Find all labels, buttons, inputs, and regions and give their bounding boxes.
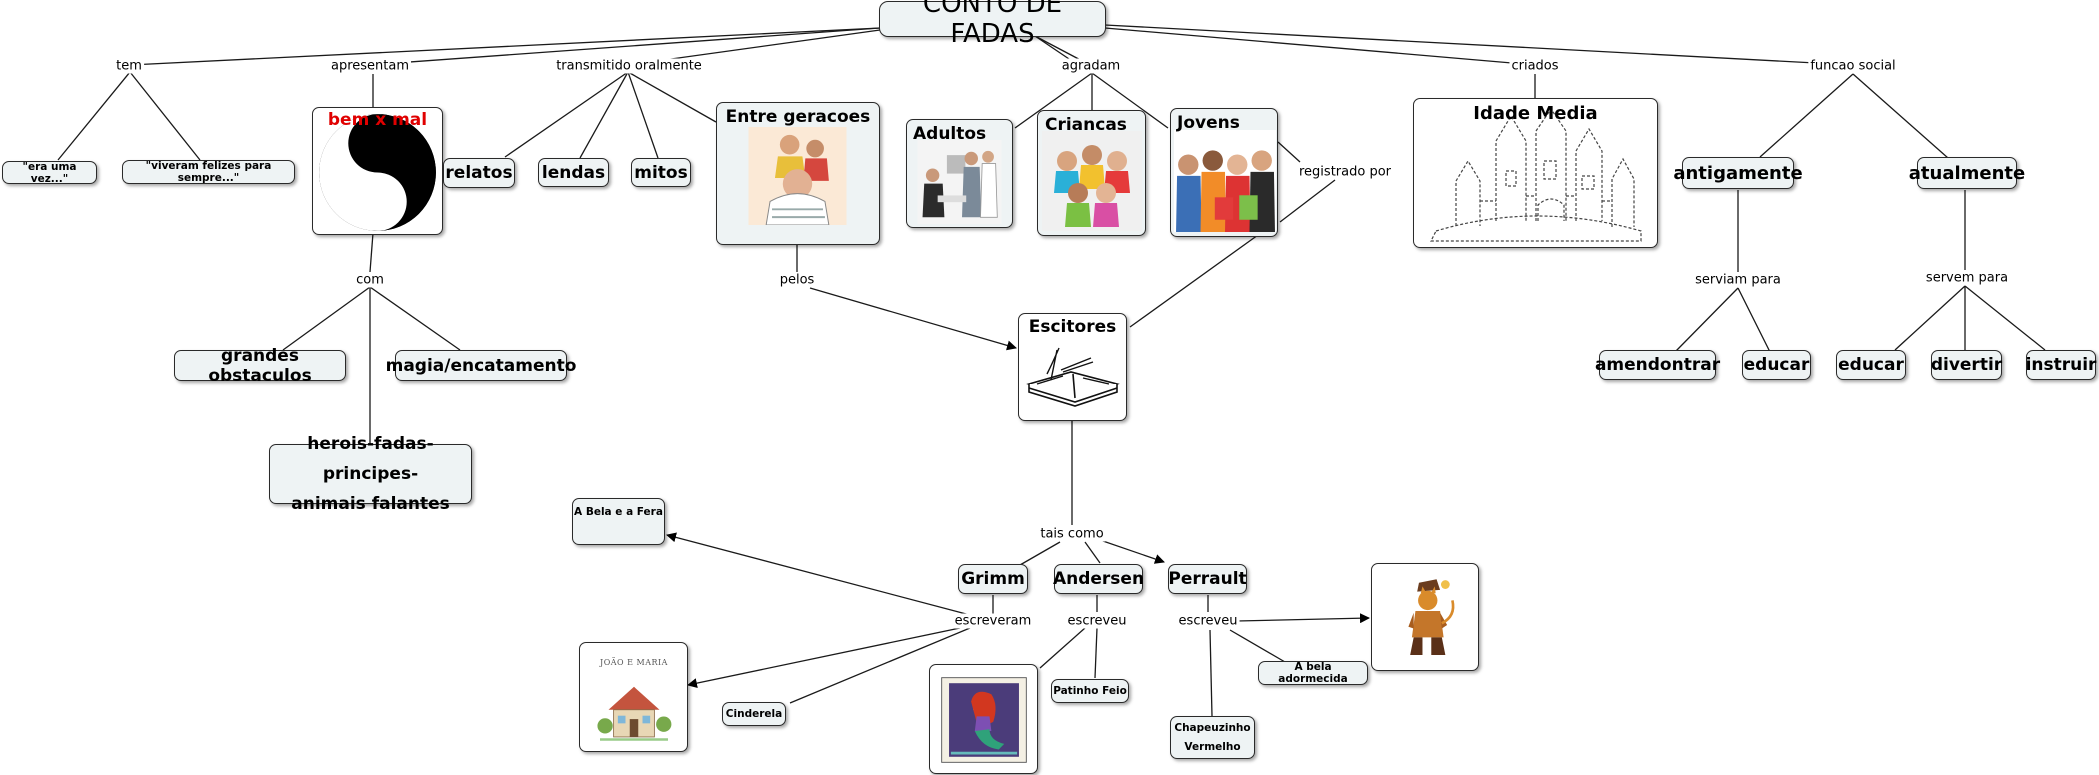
- criancas-label: Criancas: [1045, 115, 1127, 135]
- node-era-uma-vez[interactable]: "era uma vez...": [2, 161, 97, 185]
- chapeuzinho-line2: Vermelho: [1184, 740, 1241, 753]
- children-photo-icon: [1042, 131, 1142, 231]
- node-perrault-image[interactable]: [1371, 563, 1479, 671]
- node-perrault[interactable]: Perrault: [1168, 564, 1247, 594]
- adultos-label: Adultos: [913, 124, 987, 144]
- node-criancas[interactable]: Criancas: [1037, 110, 1146, 236]
- node-escritores[interactable]: Escitores: [1018, 313, 1127, 421]
- phrase-tais: tais como: [1038, 526, 1106, 542]
- office-photo-icon: [917, 140, 1002, 224]
- phrase-escreveu-perrault: escreveu: [1176, 613, 1240, 629]
- node-magia-encatamento[interactable]: magia/encatamento: [386, 350, 576, 381]
- house-illustration-icon: [597, 686, 672, 741]
- phrase-tem: tem: [114, 58, 144, 74]
- node-andersen[interactable]: Andersen: [1053, 564, 1144, 594]
- node-instruir[interactable]: instruir: [2026, 350, 2096, 380]
- chapeuzinho-line1: Chapeuzinho: [1174, 721, 1251, 734]
- node-viveram-felizes[interactable]: "viveram felizes para sempre...": [122, 160, 295, 184]
- mermaid-book-icon: [941, 677, 1027, 763]
- escritores-label: Escitores: [1028, 317, 1117, 337]
- idade-media-label: Idade Media: [1473, 103, 1598, 124]
- yin-yang-icon: [319, 114, 436, 231]
- node-atualmente[interactable]: atualmente: [1909, 157, 2025, 189]
- node-relatos[interactable]: relatos: [443, 158, 515, 188]
- herois-line2: animais falantes: [291, 494, 450, 514]
- phrase-serviam: serviam para: [1693, 272, 1783, 288]
- node-bela-e-a-fera[interactable]: A Bela e a Fera: [572, 498, 665, 545]
- book-quill-icon: [1026, 347, 1120, 407]
- node-grimm[interactable]: Grimm: [958, 564, 1028, 594]
- node-entre-geracoes[interactable]: Entre geracoes: [716, 102, 880, 245]
- node-patinho-feio[interactable]: Patinho Feio: [1051, 679, 1129, 703]
- phrase-servem: servem para: [1923, 270, 2011, 286]
- node-chapeuzinho[interactable]: Chapeuzinho Vermelho: [1170, 716, 1255, 759]
- node-idade-media[interactable]: Idade Media: [1413, 98, 1658, 248]
- puss-in-boots-icon: [1408, 579, 1455, 655]
- phrase-pelos: pelos: [777, 272, 817, 288]
- castle-icon: [1430, 107, 1642, 242]
- herois-line1: herois-fadas-principes-: [307, 434, 434, 484]
- node-mitos[interactable]: mitos: [631, 158, 691, 187]
- node-bela-adormecida[interactable]: A bela adormecida: [1258, 661, 1368, 685]
- entre-geracoes-label: Entre geracoes: [725, 107, 871, 127]
- joao-e-maria-title: JOÃO E MARIA: [600, 658, 668, 667]
- family-photo-icon: [748, 127, 847, 225]
- node-divertir[interactable]: divertir: [1931, 350, 2002, 380]
- node-andersen-book[interactable]: [929, 664, 1038, 774]
- phrase-escreveram: escreveram: [952, 613, 1034, 629]
- node-amendontrar[interactable]: amendontrar: [1595, 350, 1720, 380]
- node-bem-x-mal[interactable]: bem x mal: [312, 107, 443, 235]
- node-grandes-obstaculos[interactable]: grandes obstaculos: [174, 346, 346, 386]
- node-joao-e-maria[interactable]: JOÃO E MARIA: [579, 642, 688, 752]
- node-cinderela[interactable]: Cinderela: [722, 702, 786, 726]
- phrase-escreveu-andersen: escreveu: [1065, 613, 1129, 629]
- node-herois[interactable]: herois-fadas-principes- animais falantes: [269, 434, 472, 514]
- phrase-com: com: [354, 272, 386, 288]
- root-node[interactable]: CONTO DE FADAS: [879, 0, 1106, 49]
- phrase-registrado: registrado por: [1297, 164, 1393, 180]
- node-adultos[interactable]: Adultos: [906, 119, 1013, 228]
- node-jovens[interactable]: Jovens: [1170, 108, 1278, 237]
- phrase-apresentam: apresentam: [328, 58, 412, 74]
- node-lendas[interactable]: lendas: [538, 158, 609, 187]
- bem-x-mal-label: bem x mal: [327, 110, 428, 130]
- teens-photo-icon: [1174, 130, 1276, 232]
- node-educar-antigamente[interactable]: educar: [1742, 350, 1811, 380]
- node-educar-atualmente[interactable]: educar: [1836, 350, 1906, 380]
- phrase-criados: criados: [1509, 58, 1561, 74]
- jovens-label: Jovens: [1177, 113, 1240, 133]
- node-antigamente[interactable]: antigamente: [1673, 157, 1803, 189]
- phrase-transmitido: transmitido oralmente: [554, 58, 704, 74]
- phrase-agradam: agradam: [1059, 58, 1123, 74]
- phrase-funcao: funcao social: [1808, 58, 1898, 74]
